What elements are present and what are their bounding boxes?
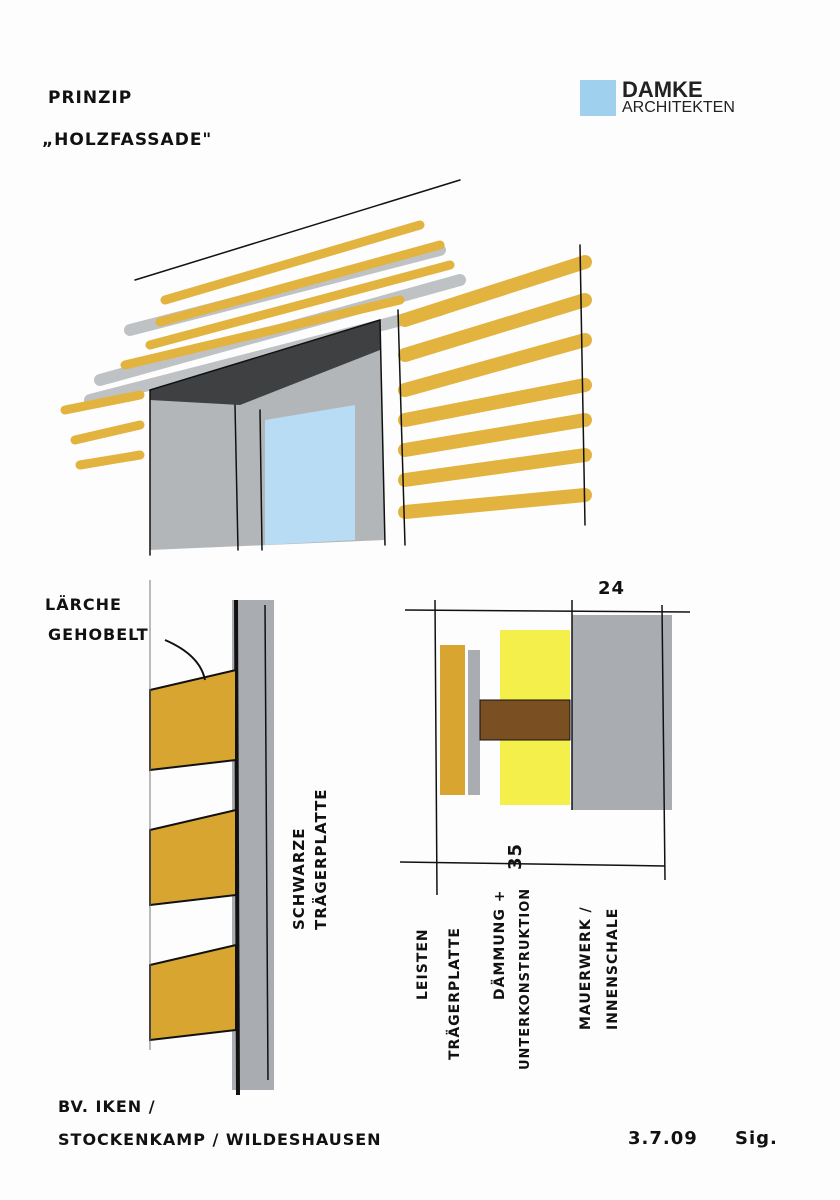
legend-daemmung: DÄMMUNG + [492, 889, 508, 1001]
legend-mauerwerk: MAUERWERK / [578, 906, 594, 1030]
damke-logo: DAMKE ARCHITEKTEN [580, 77, 735, 116]
date: 3.7.09 [628, 1128, 698, 1149]
legend-leisten: LEISTEN [415, 928, 431, 1000]
dimension-bottom: 35 [505, 842, 526, 870]
label-wood-1: LÄRCHE [45, 595, 122, 614]
logo-name: DAMKE [622, 77, 703, 102]
project-line-2: STOCKENKAMP / WILDESHAUSEN [58, 1130, 382, 1149]
label-carrier-2: TRÄGERPLATTE [312, 788, 330, 930]
label-wood-2: GEHOBELT [48, 625, 149, 644]
signature: Sig. [735, 1128, 778, 1149]
facade-perspective [60, 179, 592, 556]
title-line-2: „HOLZFASSADE" [42, 130, 213, 150]
legend-traegerplatte: TRÄGERPLATTE [447, 927, 463, 1060]
title-line-1: PRINZIP [48, 88, 133, 108]
logo-subtitle: ARCHITEKTEN [622, 99, 735, 116]
label-carrier-1: SCHWARZE [290, 827, 308, 930]
wood-cladding-section [149, 580, 274, 1096]
logo-square [580, 80, 616, 116]
dimension-top: 24 [598, 578, 626, 599]
project-line-1: BV. IKEN / [58, 1097, 156, 1116]
legend-innenschale: INNENSCHALE [605, 907, 621, 1030]
wall-section-detail [399, 599, 691, 896]
legend-unterkonstruktion: UNTERKONSTRUKTION [518, 887, 533, 1070]
